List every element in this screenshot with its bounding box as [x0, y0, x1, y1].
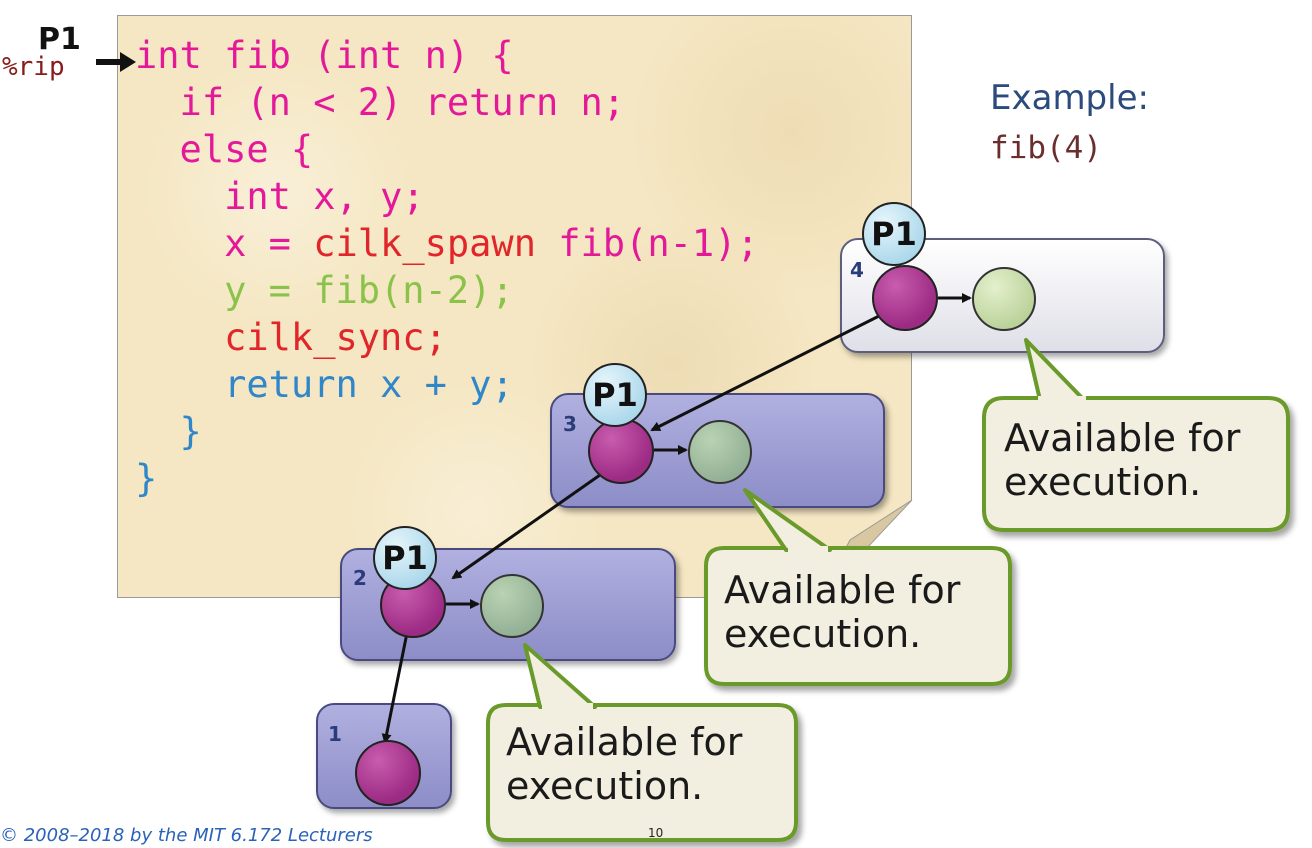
callout-frame-2: Available for execution.: [506, 720, 742, 808]
callout-frame-2-line2: execution.: [506, 764, 704, 808]
example-call: fib(4): [990, 130, 1102, 166]
frame-number-3: 3: [563, 412, 577, 436]
code-line-5: x = cilk_spawn fib(n-1);: [135, 222, 759, 265]
callout-frame-3-line1: Available for: [724, 568, 961, 612]
page-number: 10: [648, 826, 664, 840]
callout-frame-4-line1: Available for: [1004, 416, 1241, 460]
callout-frame-4-line2: execution.: [1004, 460, 1202, 504]
frame-3-strand-node: [588, 418, 654, 484]
processor-label: P1: [38, 22, 81, 57]
code-paper: [117, 15, 912, 598]
code-line-1: int fib (int n) {: [135, 34, 514, 77]
code-line-2: if (n < 2) return n;: [135, 81, 626, 124]
frame-number-2: 2: [353, 566, 367, 590]
code-line-6: y = fib(n-2);: [135, 269, 514, 312]
processor-badge-frame-2: P1: [373, 526, 437, 590]
frame-number-1: 1: [328, 722, 342, 746]
code-line-9: }: [135, 410, 202, 453]
example-title: Example:: [990, 78, 1149, 118]
callout-frame-4: Available for execution.: [1004, 416, 1240, 504]
code-line-7: cilk_sync;: [135, 316, 447, 359]
processor-badge-frame-4: P1: [862, 202, 926, 266]
frame-number-4: 4: [850, 258, 864, 282]
callout-frame-2-line1: Available for: [506, 720, 743, 764]
frame-3-continuation-node: [688, 420, 752, 484]
copyright-footer: © 2008–2018 by the MIT 6.172 Lecturers: [0, 825, 373, 846]
code-line-10: }: [135, 457, 158, 500]
code-listing: int fib (int n) { if (n < 2) return n; e…: [135, 32, 759, 502]
code-line-8: return x + y;: [135, 363, 514, 406]
frame-4-strand-node: [872, 265, 938, 331]
code-line-3: else {: [135, 128, 314, 171]
code-line-4: int x, y;: [135, 175, 425, 218]
frame-1-strand-node: [355, 740, 421, 806]
frame-2-continuation-node: [480, 574, 544, 638]
register-label: %rip: [2, 52, 65, 82]
callout-frame-3: Available for execution.: [724, 568, 960, 656]
processor-badge-frame-3: P1: [583, 363, 647, 427]
frame-4-continuation-node: [972, 267, 1036, 331]
callout-frame-3-line2: execution.: [724, 612, 922, 656]
